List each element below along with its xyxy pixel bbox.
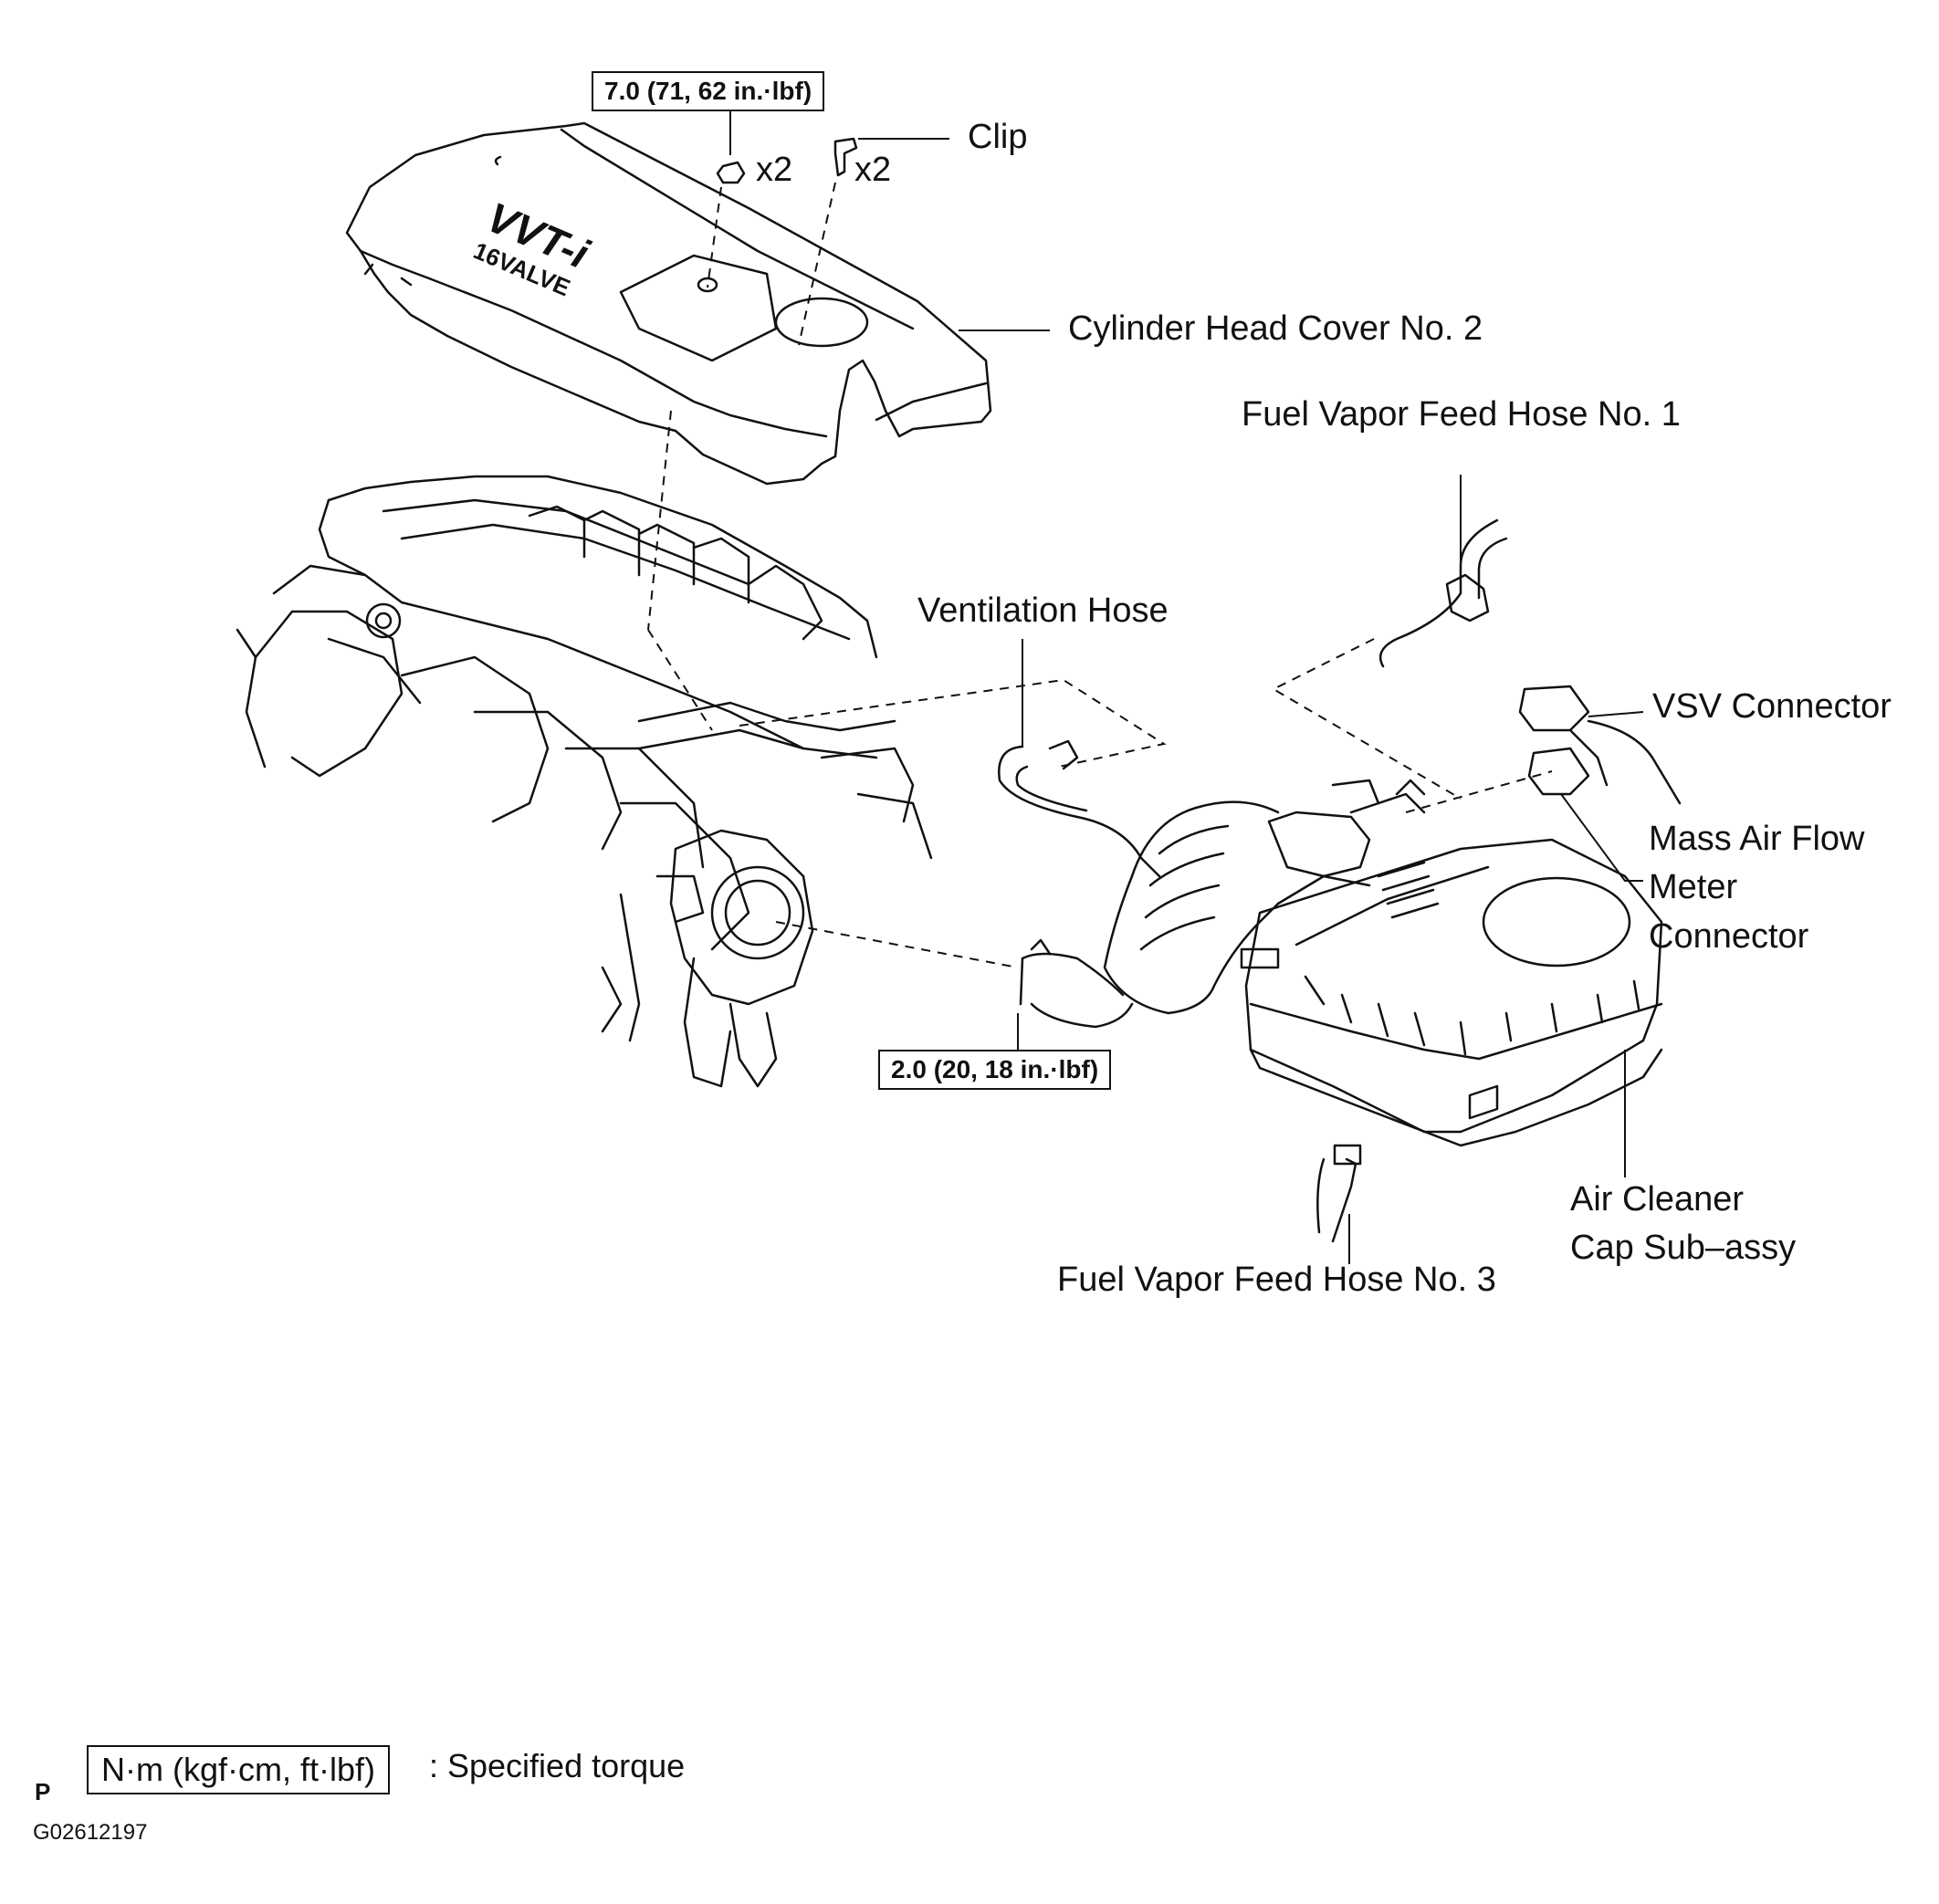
leader-lines [729, 110, 1644, 1264]
ventilation-hose-label: Ventilation Hose [917, 591, 1169, 630]
torque-legend-text: : Specified torque [429, 1747, 686, 1784]
cylinder-head-cover-label: Cylinder Head Cover No. 2 [1068, 309, 1483, 348]
nut-quantity: x2 [756, 151, 793, 189]
engine-head-drawing [236, 475, 933, 1088]
clip-quantity: x2 [854, 151, 892, 189]
maf-connector-label-line2: Meter [1649, 868, 1738, 906]
fuel-vapor-hose-3-drawing [1316, 1144, 1362, 1243]
maf-connector-label-line3: Connector [1649, 917, 1809, 956]
air-cleaner-label-line1: Air Cleaner [1570, 1180, 1745, 1219]
fuel-vapor-hose-1-drawing [1378, 518, 1508, 668]
air-cleaner-label-line2: Cap Sub–assy [1570, 1229, 1797, 1267]
page-letter: P [35, 1778, 51, 1805]
alignment-lines [647, 182, 1553, 968]
cover-nut-torque-spec: 7.0 (71, 62 in.·lbf) [592, 71, 825, 111]
torque-units-box: N·m (kgf·cm, ft·lbf) [87, 1745, 390, 1794]
vsv-connector-drawing [1518, 685, 1682, 805]
ventilation-hose-drawing [998, 739, 1161, 878]
nut-and-clip-drawing [716, 137, 858, 184]
fuel-vapor-hose-1-label: Fuel Vapor Feed Hose No. 1 [1242, 395, 1681, 434]
cover-marking: VVT-i 16VALVE [469, 193, 596, 301]
intake-hose-drawing [1019, 800, 1280, 1029]
vsv-connector-label: VSV Connector [1652, 687, 1892, 726]
fuel-vapor-hose-3-label: Fuel Vapor Feed Hose No. 3 [1057, 1261, 1496, 1299]
figure-id: G02612197 [33, 1820, 148, 1845]
hose-clamp-torque-spec: 2.0 (20, 18 in.·lbf) [878, 1050, 1112, 1090]
clip-label: Clip [968, 118, 1028, 156]
cylinder-head-cover-drawing [345, 121, 992, 486]
maf-connector-label-line1: Mass Air Flow [1649, 820, 1865, 858]
air-cleaner-cap-drawing [1240, 838, 1663, 1147]
